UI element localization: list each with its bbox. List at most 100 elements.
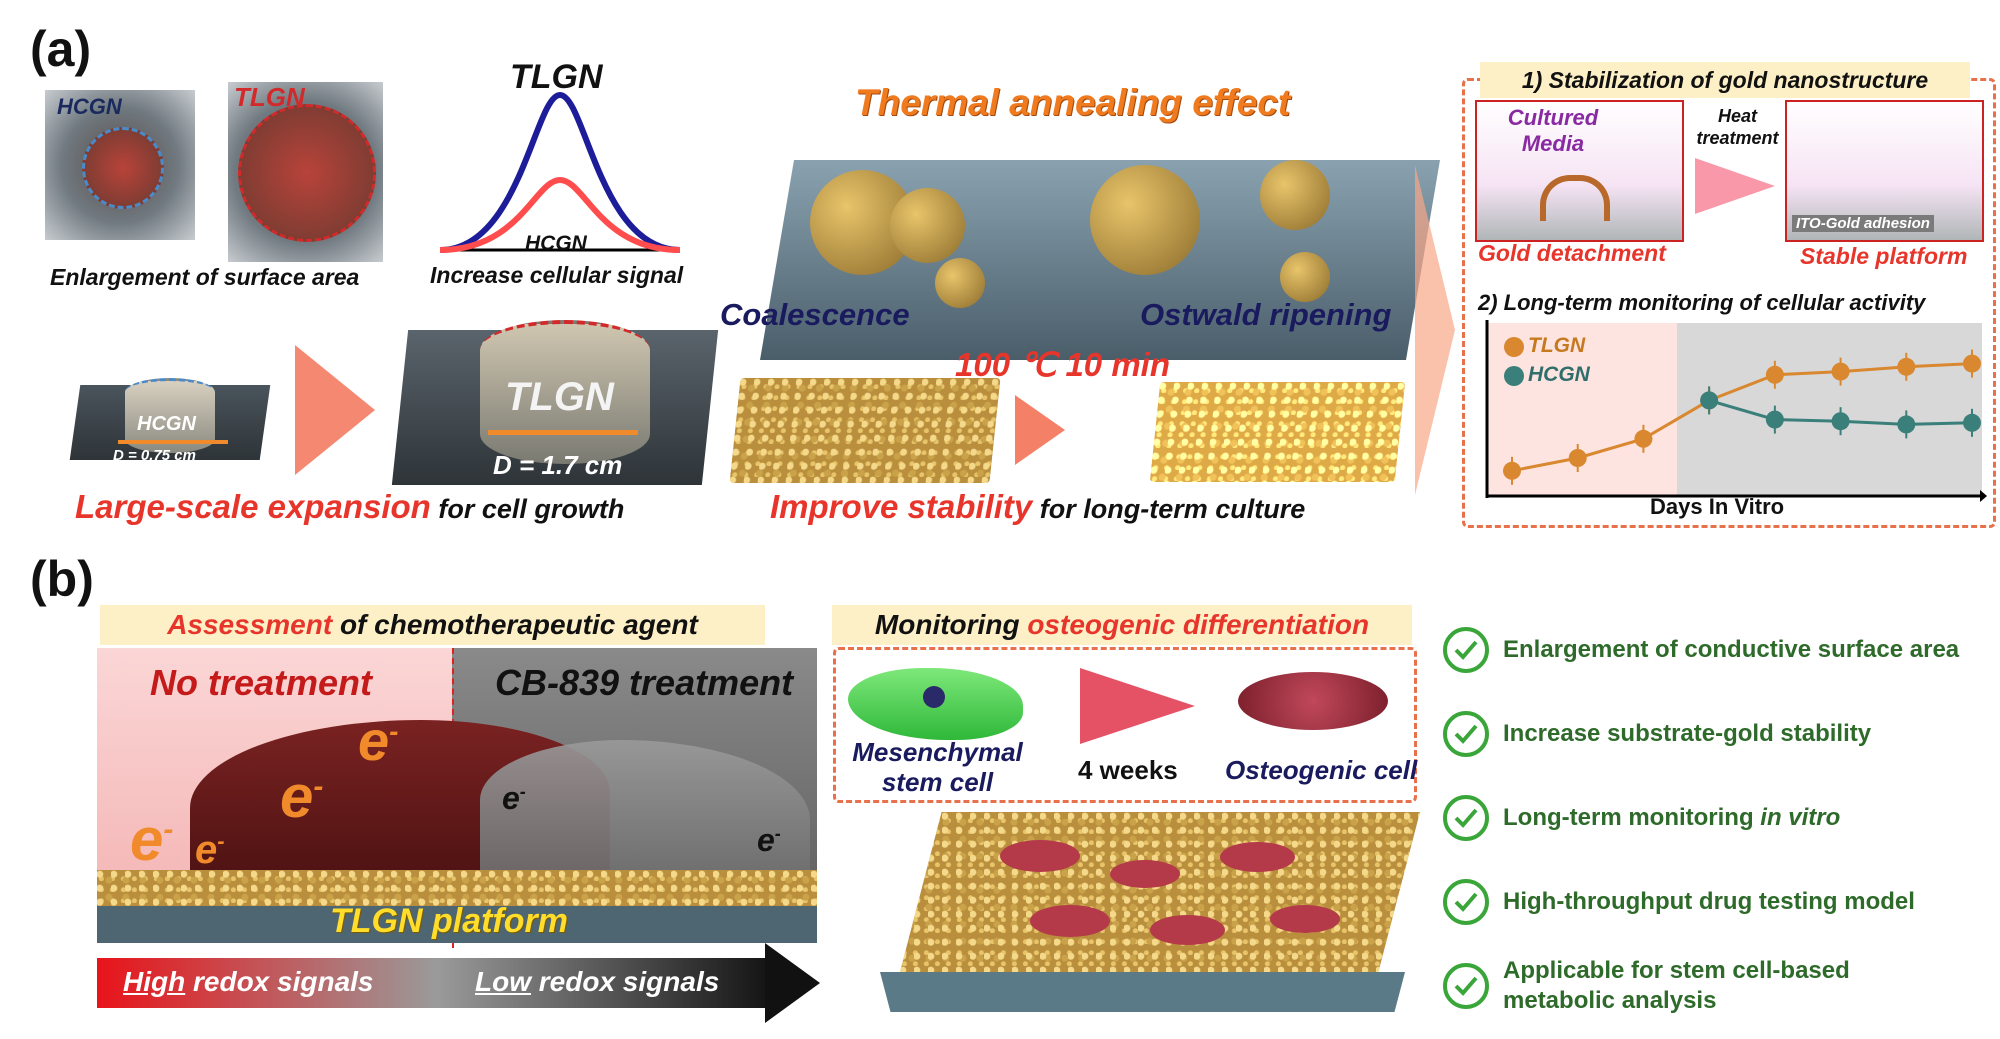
before-annealing-surface [729,378,1001,483]
tlgn-gold-layer [97,870,817,906]
data-point-tlgn [1963,354,1981,373]
data-point-hcgn [1831,412,1850,431]
after-annealing-surface [1149,382,1406,482]
data-point-tlgn [1568,449,1587,467]
detachment-arrow [1540,175,1610,221]
electron-icon: e- [757,822,781,858]
data-point-tlgn [1897,357,1916,376]
series-line-tlgn [1511,362,1973,473]
legend-hcgn-marker [1504,366,1524,386]
osteogenic-banner: Monitoring osteogenic differentiation [832,605,1412,645]
tlgn-platform-label: TLGN platform [330,902,568,940]
large-scale-caption: Large-scale expansion for cell growth [75,488,624,526]
chart-series-group [1503,349,1981,485]
gold-sphere [935,258,985,308]
data-point-hcgn [1700,391,1719,410]
heat-treatment-label: Heat treatment [1696,106,1779,148]
benefit-text: High-throughput drug testing model [1503,888,1915,915]
check-icon [1443,627,1489,673]
hcgn-surface [82,127,164,209]
panel-a-label: (a) [30,21,92,77]
monitoring-chart [1485,320,1987,502]
legend-tlgn-marker [1504,337,1524,357]
x-axis-label: Days In Vitro [1650,494,1785,519]
osteogenic-cell [1238,672,1388,730]
annealing-condition: 100 ℃ 10 min [955,346,1170,383]
tlgn-inset-image: TLGN [228,82,383,262]
benefit-item: Increase substrate-gold stability [1443,692,1993,776]
mesenchymal-stem-cell [848,668,1023,740]
cb839-treatment-label: CB-839 treatment [495,662,794,703]
benefit-item: Enlargement of conductive surface area [1443,608,1993,692]
differentiation-arrow [1080,668,1195,744]
large-diameter-label: D = 1.7 cm [493,450,623,480]
culture-substrate [880,972,1405,1012]
signal-peaks [439,91,681,253]
benefits-list: Enlargement of conductive surface area I… [1443,608,1993,1028]
osteogenic-cell [1220,842,1295,872]
check-icon [1443,795,1489,841]
assessment-rest: of chemotherapeutic agent [332,609,698,640]
mesenchymal-label: Mesenchymal stem cell [852,737,1023,797]
osteogenic-highlight: osteogenic differentiation [1027,609,1370,640]
differentiation-box [833,647,1417,803]
ito-gold-label: ITO-Gold adhesion [1792,215,1934,232]
legend-tlgn-label: TLGN [1528,334,1586,357]
increase-signal-caption: Increase cellular signal [430,262,684,288]
late-phase-region [1677,323,1982,495]
osteogenic-cell [1030,905,1110,937]
coalescence-label: Coalescence [720,297,910,332]
peak-hcgn-label: HCGN [525,232,587,255]
benefit-item: Applicable for stem cell-based metabolic… [1443,944,1993,1028]
gold-sphere [1260,160,1330,230]
data-point-tlgn [1634,429,1653,448]
data-point-tlgn [1831,362,1850,381]
data-point-tlgn [1765,365,1784,384]
cell-nucleus [923,686,945,708]
large-scale-rest: for cell growth [430,494,625,524]
stabilization-title: 1) Stabilization of gold nanostructure [1480,62,1970,98]
osteogenic-cell [1150,915,1225,945]
tlgn-inset-label: TLGN [234,82,305,112]
osteogenic-cell [1270,905,1340,933]
tlgn-peak-curve [439,91,681,253]
stable-platform-label: Stable platform [1800,243,1968,269]
tlgn-surface [238,104,376,242]
osteogenic-culture-surface [900,812,1420,972]
gold-sphere [1280,252,1330,302]
enlargement-caption: Enlargement of surface area [50,264,360,290]
hcgn-inset-label: HCGN [57,94,122,119]
peak-tlgn-label: TLGN [510,58,603,96]
gold-sphere [1090,165,1200,275]
small-diameter-label: D = 0.75 cm [113,447,196,464]
panel-b-label: (b) [30,551,94,607]
data-point-hcgn [1897,415,1916,434]
large-well-label: TLGN [505,375,614,419]
improve-stability-highlight: Improve stability [770,488,1033,525]
heat-treatment-arrow [1695,158,1775,214]
small-well-label: HCGN [137,413,196,435]
hcgn-peak-curve [439,176,681,253]
check-icon [1443,879,1489,925]
benefit-item: Long-term monitoring in vitro [1443,776,1993,860]
legend-hcgn-label: HCGN [1528,363,1590,386]
no-treatment-label: No treatment [150,662,373,703]
data-point-hcgn [1765,410,1784,429]
electron-icon: e- [358,709,399,772]
osteogenic-cell-label: Osteogenic cell [1225,755,1418,785]
low-redox-label: Low redox signals [475,966,720,997]
large-scale-highlight: Large-scale expansion [75,488,431,525]
check-icon [1443,963,1489,1009]
large-well [480,320,650,464]
monitoring-title: 2) Long-term monitoring of cellular acti… [1478,290,1926,315]
cultured-media-label: Cultured Media [1507,105,1599,156]
monitoring-word: Monitoring [874,609,1028,640]
ostwald-label: Ostwald ripening [1140,297,1392,332]
electron-icon: e- [280,763,324,830]
electron-icon: e- [502,780,526,816]
hcgn-inset-image: HCGN [45,90,195,240]
gold-sphere [890,188,965,263]
x-axis-arrowhead [1980,490,1987,502]
osteogenic-cell [1110,860,1180,888]
high-redox-label: High redox signals [123,966,374,997]
